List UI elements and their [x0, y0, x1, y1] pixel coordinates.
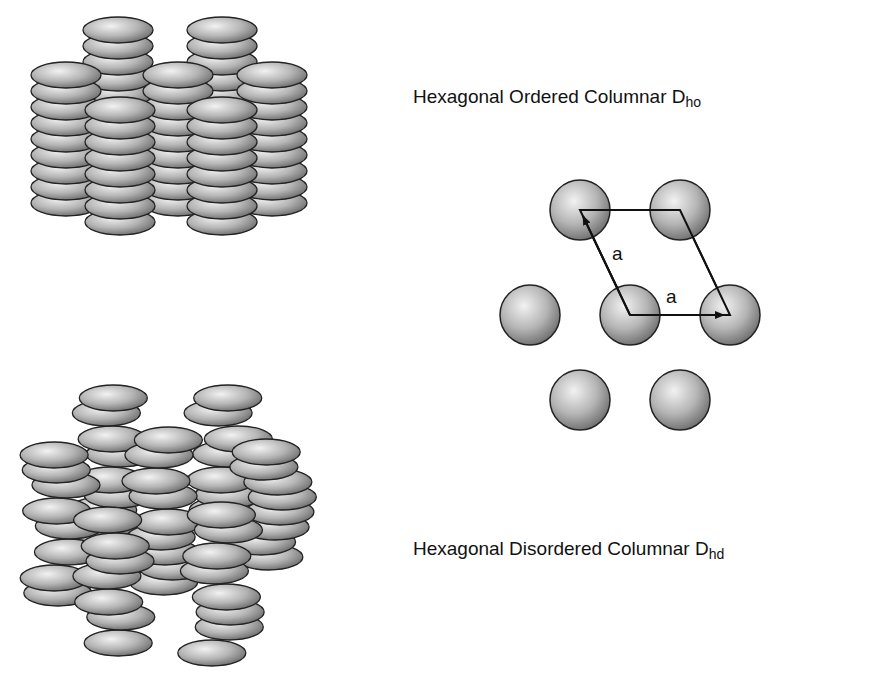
phase-caption: Hexagonal Disordered Columnar Dhd: [413, 538, 724, 562]
disc-molecule: [134, 427, 202, 453]
disc-molecule: [232, 439, 300, 465]
disc-molecule: [83, 17, 153, 43]
disc-molecule: [194, 385, 262, 411]
disc-molecule: [187, 502, 255, 528]
disc-molecule: [187, 97, 257, 123]
disc-molecule: [143, 62, 213, 88]
phase-name: Hexagonal Disordered Columnar D: [413, 538, 709, 559]
disordered-columns: [20, 385, 316, 666]
disc-molecule: [75, 589, 143, 615]
disc-molecule: [31, 62, 101, 88]
disc-molecule: [122, 468, 190, 494]
disc-molecule: [84, 630, 152, 656]
disc-molecule: [178, 640, 246, 666]
disc-molecule: [74, 507, 142, 533]
ordered-columns: [31, 17, 307, 235]
phase-caption: Hexagonal Ordered Columnar Dho: [413, 86, 701, 110]
lattice-parameter: a: [610, 244, 625, 264]
hexagonal-lattice: [500, 180, 760, 430]
disc-molecule: [187, 17, 257, 43]
phase-subscript: ho: [685, 94, 701, 110]
lattice-parameter: a: [664, 287, 679, 307]
phase-subscript: hd: [709, 546, 725, 562]
disc-molecule: [237, 62, 307, 88]
disc-molecule: [192, 584, 260, 610]
disc-molecule: [79, 385, 147, 411]
disc-molecule: [20, 442, 88, 468]
disc-molecule: [81, 533, 149, 559]
phase-name: Hexagonal Ordered Columnar D: [413, 86, 685, 107]
disc-molecule: [85, 97, 155, 123]
disc-molecule: [187, 97, 257, 123]
disc-molecule: [183, 543, 251, 569]
